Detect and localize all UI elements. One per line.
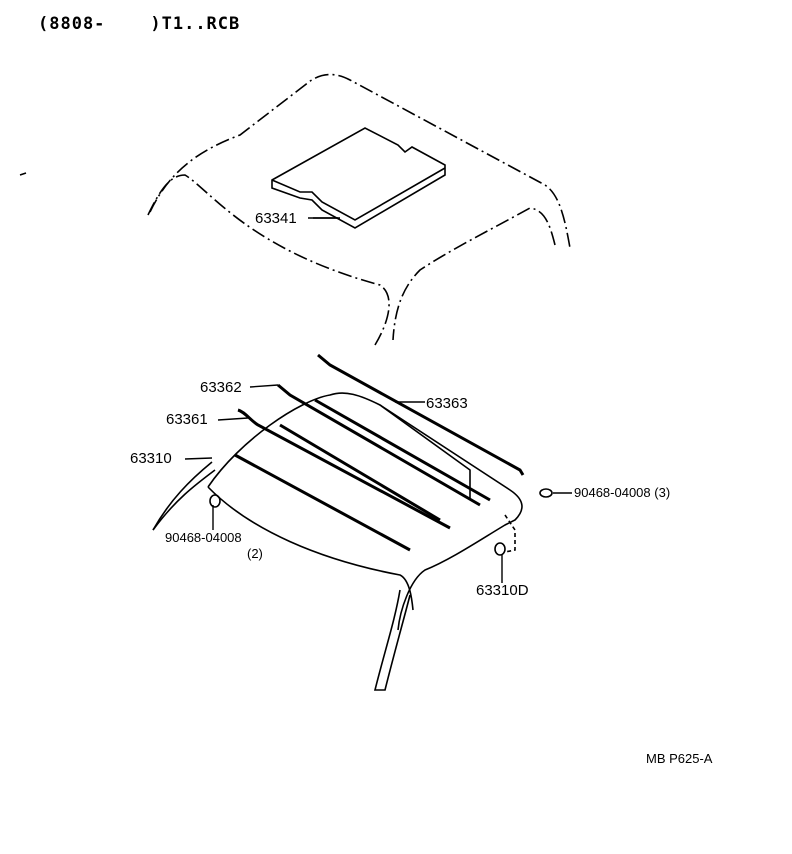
- molding-63362: [277, 383, 481, 507]
- header-model-code: )T1..RCB: [150, 14, 241, 34]
- clip-right: [539, 488, 553, 498]
- clip-left: [209, 494, 221, 508]
- label-90468-left-qty: (2): [247, 546, 263, 561]
- diagram-code: MB P625-A: [646, 751, 713, 766]
- molding-63363: [317, 353, 525, 476]
- headlining-63310: [152, 392, 523, 691]
- header-date-range: (8808-: [38, 14, 106, 34]
- clip-63310D: [494, 542, 506, 556]
- label-63310: 63310: [130, 450, 172, 467]
- label-63341: 63341: [255, 210, 297, 227]
- roof-outline: [147, 73, 571, 346]
- label-90468-right: 90468-04008 (3): [574, 486, 670, 499]
- insulator-pad-63341: [271, 127, 446, 229]
- leader-lines: [184, 217, 572, 583]
- molding-63361: [237, 408, 451, 530]
- label-90468-left: 90468-04008: [165, 530, 242, 545]
- mark: [19, 172, 27, 176]
- header-code: (8808- )T1..RCB: [38, 14, 240, 34]
- label-63361: 63361: [166, 411, 208, 428]
- label-63363: 63363: [426, 395, 468, 412]
- label-63310D: 63310D: [476, 582, 529, 599]
- label-63362: 63362: [200, 379, 242, 396]
- part-number: 90468-04008: [574, 485, 651, 500]
- quantity: (3): [654, 485, 671, 500]
